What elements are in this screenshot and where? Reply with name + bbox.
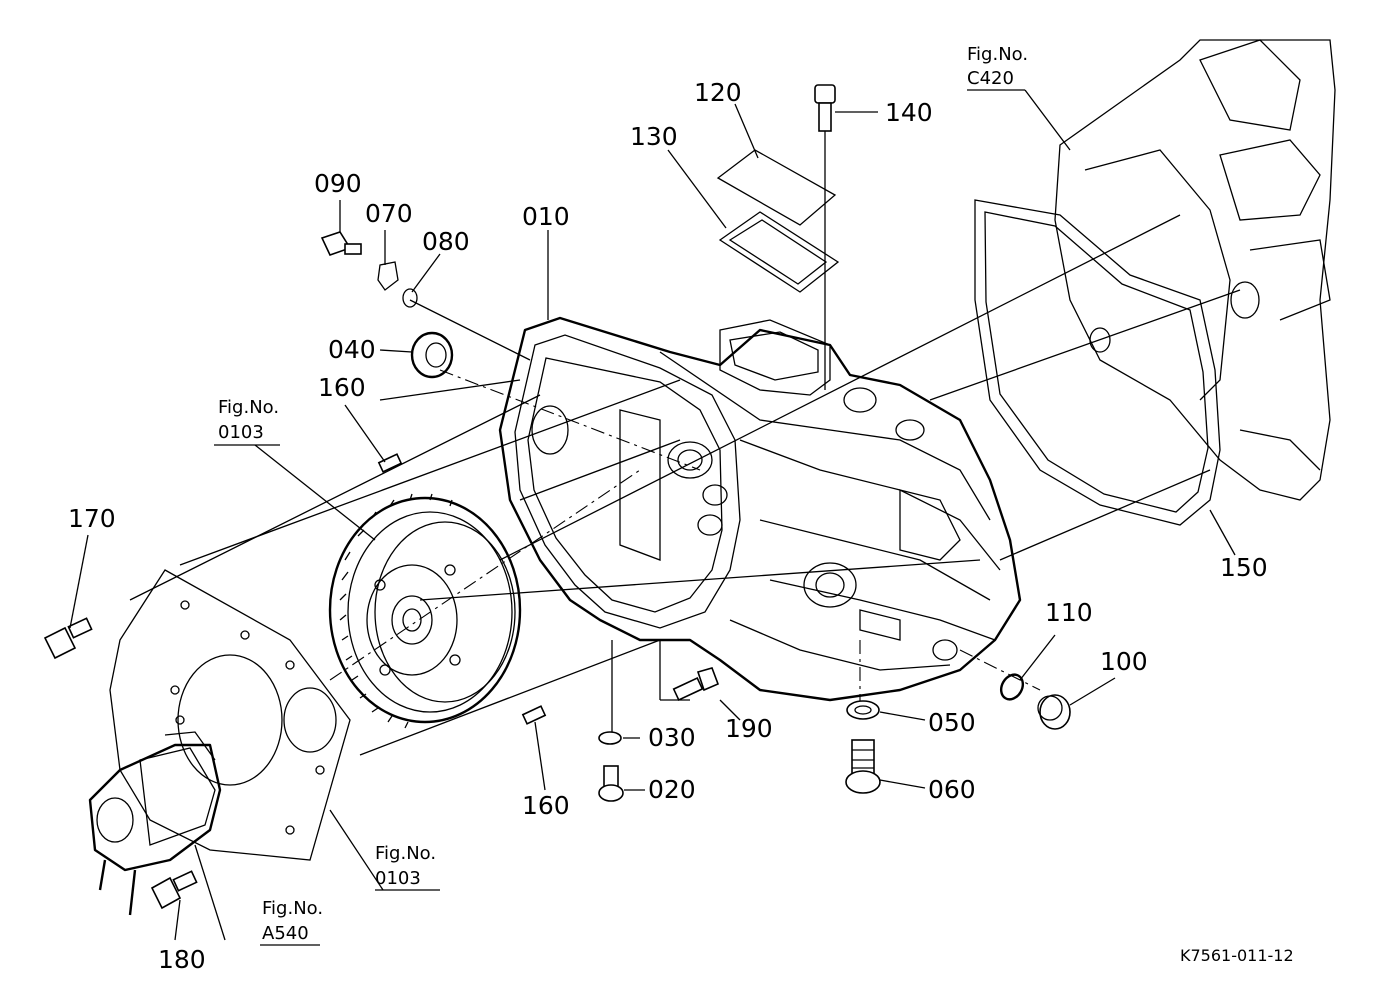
label-070: 070 [365, 199, 413, 228]
label-030: 030 [648, 723, 696, 752]
label-160-lower: 160 [522, 791, 570, 820]
label-010: 010 [522, 202, 570, 231]
label-120: 120 [694, 78, 742, 107]
label-020: 020 [648, 775, 696, 804]
fig-ref-0103-upper-code: 0103 [218, 422, 264, 443]
flywheel-drawing [328, 493, 522, 729]
callout-leaders [69, 89, 1236, 946]
fig-ref-a540-code: A540 [262, 923, 309, 944]
fig-ref-0103-lower-code: 0103 [375, 868, 421, 889]
label-090: 090 [314, 169, 362, 198]
label-150: 150 [1220, 553, 1268, 582]
label-190: 190 [725, 714, 773, 743]
figure-references: Fig.No. C420 Fig.No. 0103 Fig.No. 0103 F… [218, 44, 1028, 944]
label-050: 050 [928, 708, 976, 737]
label-170: 170 [68, 504, 116, 533]
leader-lines [129, 120, 1241, 756]
gasket-150-drawing [974, 199, 1221, 526]
fig-ref-0103-lower-caption: Fig.No. [375, 843, 436, 864]
label-180: 180 [158, 945, 206, 974]
label-040: 040 [328, 335, 376, 364]
fig-ref-c420-caption: Fig.No. [967, 44, 1028, 65]
small-parts-drawing [43, 84, 1071, 910]
engine-plate-drawing [109, 569, 351, 861]
diagram-code: K7561-011-12 [1180, 946, 1294, 965]
starter-motor-drawing [88, 731, 222, 916]
transmission-case-drawing [498, 316, 1022, 702]
label-100: 100 [1100, 647, 1148, 676]
label-160-upper: 160 [318, 373, 366, 402]
fig-ref-0103-upper-caption: Fig.No. [218, 397, 279, 418]
label-060: 060 [928, 775, 976, 804]
label-140: 140 [885, 98, 933, 127]
label-080: 080 [422, 227, 470, 256]
label-110: 110 [1045, 598, 1093, 627]
rear-housing-drawing [1054, 39, 1336, 501]
label-130: 130 [630, 122, 678, 151]
fig-ref-a540-caption: Fig.No. [262, 898, 323, 919]
part-labels: 010 020 030 040 050 060 070 080 090 100 … [68, 78, 1268, 974]
fig-ref-c420-code: C420 [967, 68, 1014, 89]
